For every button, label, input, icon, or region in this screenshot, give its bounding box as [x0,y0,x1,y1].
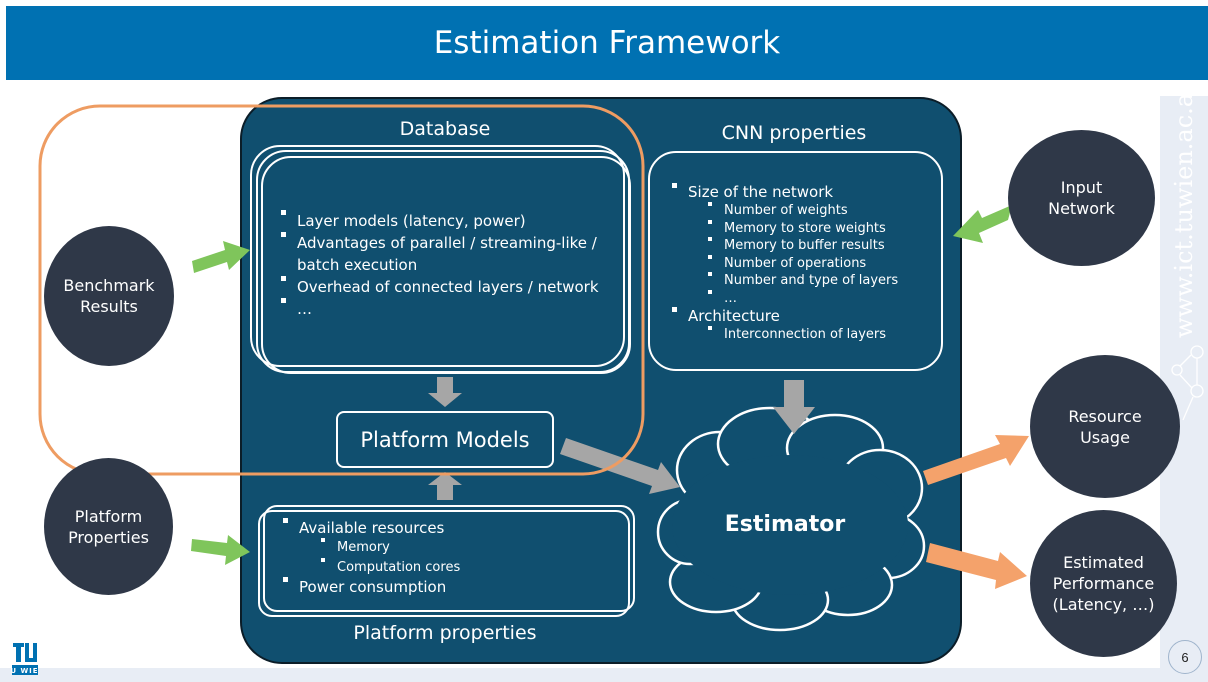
node-label-line: (Latency, …) [1052,595,1155,614]
cnn-subitem: Number of operations [704,254,936,273]
arrow-database-to-models [428,377,462,407]
node-label-line: Results [80,297,138,316]
cnn-title: CNN properties [721,122,867,144]
platform-item: Power consumption [279,577,624,597]
node-label-line: Properties [68,527,149,547]
node-label-line: Input [1060,178,1103,197]
platform-subitem: Memory [317,538,624,558]
cnn-subitem: Interconnection of layers [704,326,936,344]
cnn-subitem: Number and type of layers [704,272,936,290]
platform-subitem: Computation cores [317,557,624,578]
cnn-subitem: Number of weights [704,202,936,220]
tu-wien-logo: TU WIEN [5,641,44,677]
node-label-line: Usage [1080,427,1130,447]
database-list: Layer models (latency, power) Advantages… [277,210,622,320]
cnn-list: Size of the network Number of weights Me… [668,183,936,344]
cnn-item-label: Size of the network [688,183,834,201]
arrow-resource-usage [923,435,1029,485]
platform-models-label: Platform Models [360,427,530,452]
highlight-outline [38,104,645,476]
arrow-input-network [953,205,1012,243]
arrow-cnn-to-estimator [773,380,815,434]
arrow-performance [926,543,1027,589]
footer-bar [0,668,1208,682]
arrow-models-to-estimator [560,438,680,494]
cnn-subitem: Memory to store weights [704,219,936,238]
database-item: Overhead of connected layers / network [277,276,622,298]
platform-item: Available resources Memory Computation c… [279,518,624,577]
database-box [261,156,631,374]
platform-box [263,505,635,612]
page-number: 6 [1168,640,1202,674]
cnn-box [648,151,943,371]
node-label-line: Benchmark [63,276,155,295]
platform-list: Available resources Memory Computation c… [279,518,624,597]
cnn-subitem: Memory to buffer results [704,237,936,255]
platform-sublist: Memory Computation cores [317,538,624,577]
database-item: Layer models (latency, power) [277,210,622,232]
node-label-line: Performance [1052,574,1155,593]
node-label-line: Estimated [1063,553,1144,572]
node-label-line: Platform [74,506,143,526]
platform-item-label: Power consumption [299,578,447,596]
platform-box-back [258,510,630,617]
gray-arrows [428,377,815,500]
platform-models-box: Platform Models [336,411,554,468]
slide-title: Estimation Framework [6,6,1208,80]
database-box-back [250,145,625,367]
cnn-subitem: … [704,289,936,308]
arrow-platform-to-models [428,472,462,500]
platform-item-label: Available resources [299,519,445,537]
cnn-sublist: Interconnection of layers [704,326,936,344]
database-item: Advantages of parallel / streaming-like … [277,232,622,276]
arrow-benchmark [192,241,250,273]
database-item: … [277,298,622,320]
platform-title: Platform properties [353,622,537,644]
logo-text: TU WIEN [11,667,39,675]
node-label-line: Network [1048,199,1115,218]
estimator-label: Estimator [724,512,846,537]
green-arrows [191,205,1012,565]
cnn-item-label: Architecture [688,307,780,325]
database-title: Database [399,118,491,140]
orange-arrows [923,435,1029,589]
cnn-sublist: Number of weights Memory to store weight… [704,202,936,307]
cnn-item: Size of the network Number of weights Me… [668,183,936,307]
arrow-platform-properties [191,535,250,565]
cnn-item: Architecture Interconnection of layers [668,307,936,344]
node-label-line: Resource [1068,406,1142,426]
